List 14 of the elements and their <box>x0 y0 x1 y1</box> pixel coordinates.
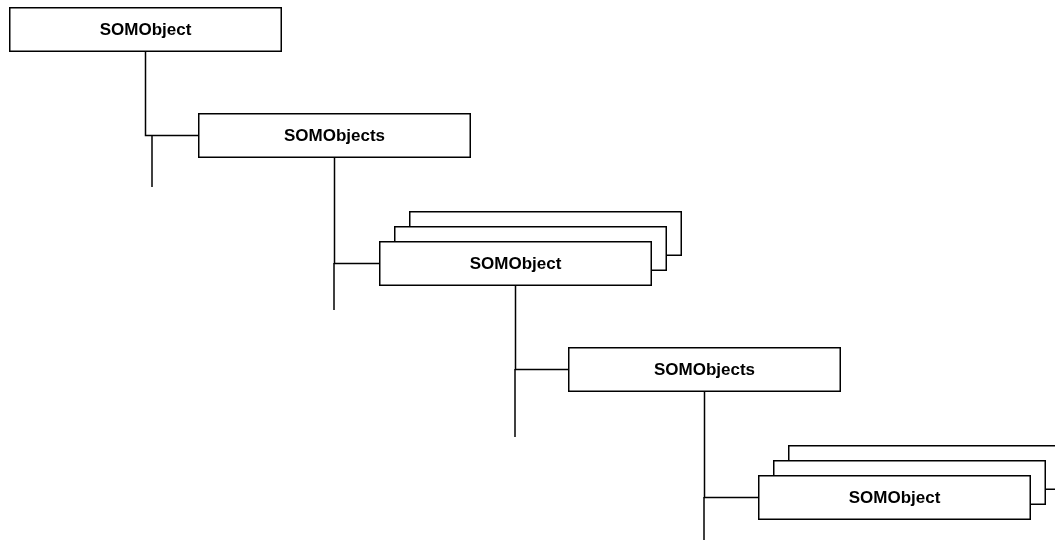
class-box <box>198 113 471 158</box>
connector-line <box>703 391 759 499</box>
stacked-class-box <box>379 211 682 286</box>
stacked-class-box <box>758 445 1055 520</box>
class-name: SOMObject <box>469 253 562 274</box>
connector-line <box>144 51 199 137</box>
class-name: SOMObject <box>99 19 192 40</box>
class-box <box>9 7 282 52</box>
class-name: SOMObject <box>848 487 941 508</box>
class-name: SOMObjects <box>283 125 386 146</box>
connector-line <box>514 285 569 371</box>
class-name: SOMObjects <box>653 359 756 380</box>
class-box <box>568 347 841 392</box>
connector-line <box>333 157 380 265</box>
